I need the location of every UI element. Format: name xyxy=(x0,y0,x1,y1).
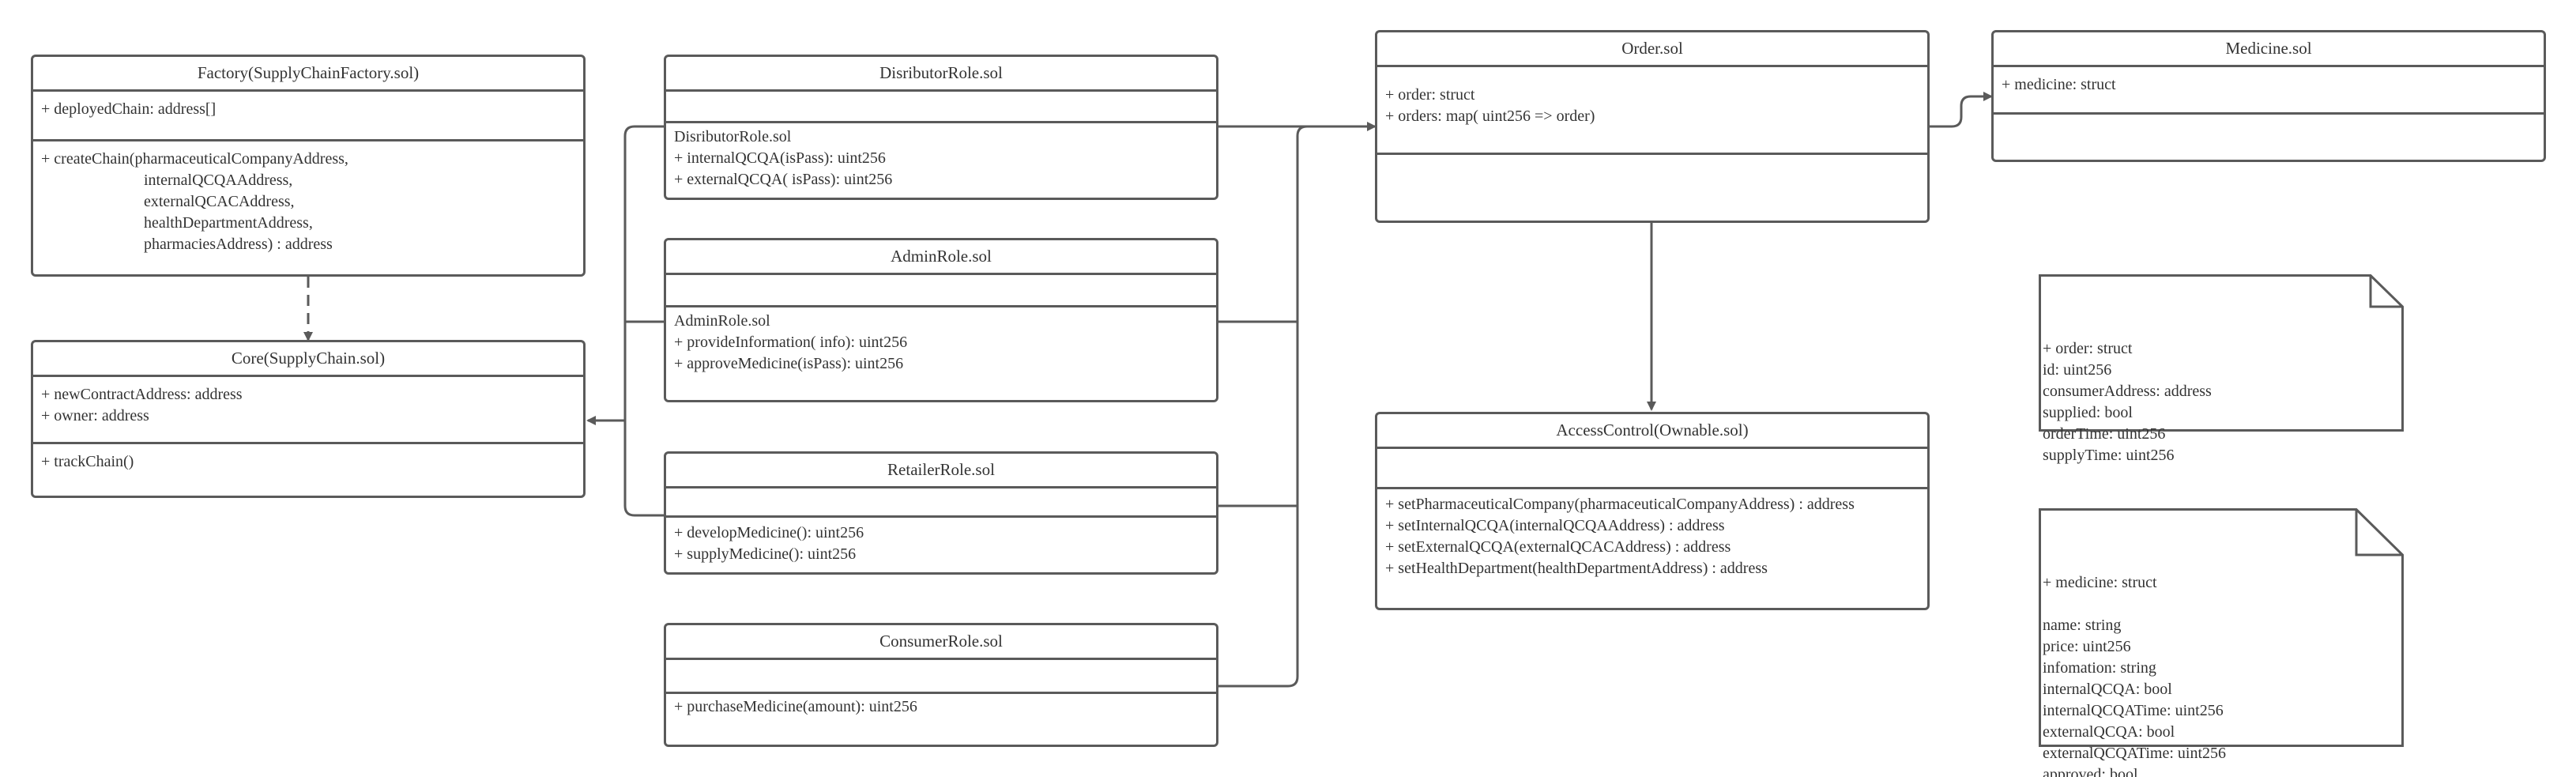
order-to-medicine-arrow xyxy=(1928,92,1993,128)
roles-to-order-bus xyxy=(1217,125,1375,688)
distributor-role-class: DisributorRole.sol DisributorRole.sol + … xyxy=(664,55,1218,200)
core-class-operations: + trackChain() xyxy=(41,453,134,470)
consumer-role-class-attributes xyxy=(666,660,1216,694)
order-class-attributes: + order: struct + orders: map( uint256 =… xyxy=(1377,67,1927,155)
factory-class-title: Factory(SupplyChainFactory.sol) xyxy=(33,57,583,92)
access-control-class-title: AccessControl(Ownable.sol) xyxy=(1377,414,1927,449)
order-class: Order.sol + order: struct + orders: map(… xyxy=(1375,30,1930,223)
medicine-struct-note-text: + medicine: struct name: string price: u… xyxy=(2043,574,2227,777)
factory-class: Factory(SupplyChainFactory.sol) + deploy… xyxy=(31,55,586,277)
retailer-role-class-attributes xyxy=(666,488,1216,518)
medicine-class-title: Medicine.sol xyxy=(1994,32,2544,67)
admin-role-class: AdminRole.sol AdminRole.sol + provideInf… xyxy=(664,238,1218,402)
order-class-operations xyxy=(1377,155,1927,221)
factory-class-attributes: + deployedChain: address[] xyxy=(33,92,583,141)
admin-role-class-attributes xyxy=(666,275,1216,307)
core-class-title: Core(SupplyChain.sol) xyxy=(33,342,583,377)
consumer-role-class-title: ConsumerRole.sol xyxy=(666,625,1216,660)
order-struct-note-text: + order: struct id: uint256 consumerAddr… xyxy=(2043,340,2212,464)
medicine-struct-note: + medicine: struct name: string price: u… xyxy=(2039,508,2404,777)
retailer-role-class-operations: + developMedicine(): uint256 + supplyMed… xyxy=(674,524,864,563)
distributor-role-class-operations: DisributorRole.sol + internalQCQA(isPass… xyxy=(674,128,893,188)
consumer-role-class: ConsumerRole.sol + purchaseMedicine(amou… xyxy=(664,623,1218,747)
distributor-role-class-attributes xyxy=(666,92,1216,123)
admin-role-class-title: AdminRole.sol xyxy=(666,240,1216,275)
medicine-class-attributes: + medicine: struct xyxy=(1994,67,2544,115)
distributor-role-class-title: DisributorRole.sol xyxy=(666,57,1216,92)
access-control-class-attributes xyxy=(1377,449,1927,489)
medicine-class: Medicine.sol + medicine: struct xyxy=(1991,30,2546,162)
order-struct-note: + order: struct id: uint256 consumerAddr… xyxy=(2039,274,2404,464)
core-class: Core(SupplyChain.sol) + newContractAddre… xyxy=(31,340,586,498)
core-class-attributes: + newContractAddress: address + owner: a… xyxy=(33,377,583,444)
medicine-struct-note-shape xyxy=(2039,508,2404,747)
factory-class-operations: + createChain(pharmaceuticalCompanyAddre… xyxy=(41,150,348,253)
admin-role-class-operations: AdminRole.sol + provideInformation( info… xyxy=(674,312,908,372)
order-class-title: Order.sol xyxy=(1377,32,1927,67)
access-control-class: AccessControl(Ownable.sol) + setPharmace… xyxy=(1375,412,1930,610)
order-struct-note-shape xyxy=(2039,274,2404,432)
access-control-class-operations: + setPharmaceuticalCompany(pharmaceutica… xyxy=(1385,496,1855,577)
medicine-class-operations xyxy=(1994,115,2544,160)
retailer-role-class: RetailerRole.sol + developMedicine(): ui… xyxy=(664,451,1218,575)
retailer-role-class-title: RetailerRole.sol xyxy=(666,454,1216,488)
consumer-role-class-operations: + purchaseMedicine(amount): uint256 xyxy=(674,698,917,715)
